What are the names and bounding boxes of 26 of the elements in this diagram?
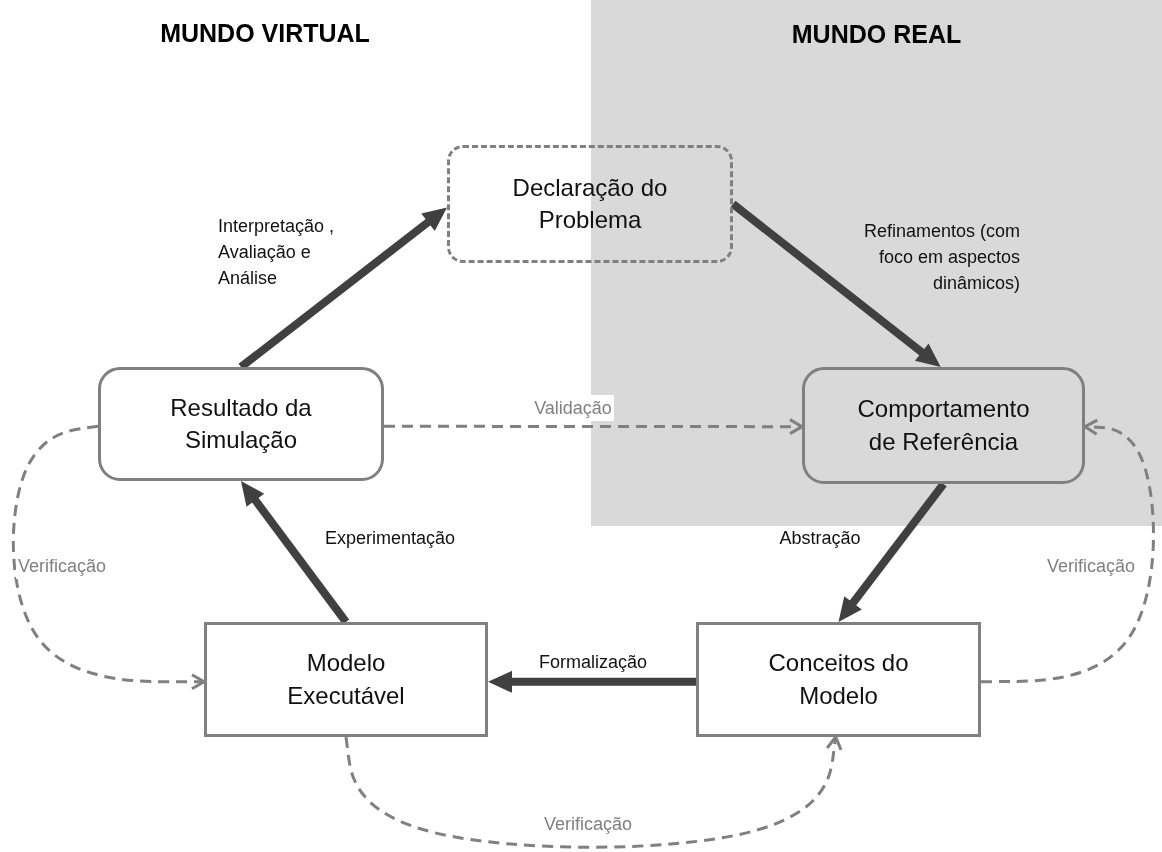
dashed-arrow [344,735,843,849]
edge-label: Interpretação , Avaliação e Análise [218,215,336,291]
node-label: Declaração do Problema [511,172,669,235]
edge-label: Refinamentos (com foco em aspectos dinâmicos) [862,220,1020,296]
arrow [730,200,941,367]
edge-label: Formalização [537,651,648,674]
region-title: MUNDO VIRTUAL [160,19,370,48]
node-label: Conceitos do Modelo [767,648,910,711]
arrow [838,481,947,622]
arrow [241,481,350,625]
process-box [696,622,981,737]
node-label: Comportamento de Referência [856,394,1031,457]
dashed-arrow [384,418,804,436]
process-box [204,622,488,737]
node-label: Resultado da Simulação [169,392,313,455]
process-box [802,367,1085,484]
dashed-arrow [981,418,1155,684]
edge-label: Validação [532,395,614,422]
dashed-arrow [11,424,206,691]
edge-label: Experimentação [323,527,457,550]
node-label: Modelo Executável [286,648,406,711]
process-box [98,367,384,481]
edge-label: Abstração [778,527,862,550]
problem-box [447,145,733,263]
arrow [488,670,696,693]
region-title: MUNDO REAL [791,20,962,49]
